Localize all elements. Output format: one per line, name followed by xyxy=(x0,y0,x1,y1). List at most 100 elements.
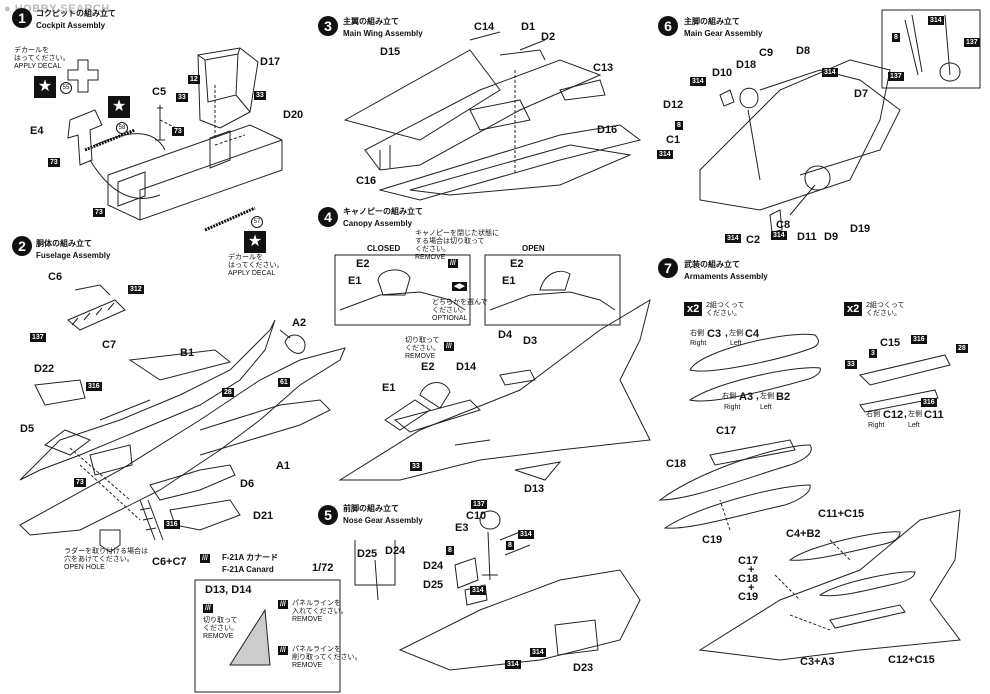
right-jp-c12: 右側 xyxy=(866,411,880,418)
panel-remove-icon: /// xyxy=(278,646,288,655)
panel-line-in-note: パネルラインを 入れてください。 REMOVE xyxy=(292,600,348,624)
right-jp-c3: 右側 xyxy=(690,330,704,337)
part-C10: C10 xyxy=(466,510,487,522)
step-3-title-en: Main Wing Assembly xyxy=(343,29,423,38)
part-C9: C9 xyxy=(759,47,774,59)
code-316-step7: 316 xyxy=(911,335,927,344)
remove-canopy-note: キャノピーを閉じた状態に する場合は切り取って ください。 REMOVE xyxy=(415,230,499,262)
inset-code-137: 137 xyxy=(964,38,980,47)
code-314c-step5: 314 xyxy=(530,648,546,657)
part-C3-A3: C3+A3 xyxy=(800,656,835,668)
code-314d-step6: 314 xyxy=(725,234,741,243)
part-D16: D16 xyxy=(597,124,618,136)
code-33-step4: 33 xyxy=(410,462,422,471)
code-314b-step5: 314 xyxy=(470,586,486,595)
decal-note-1: デカールを はってください。 APPLY DECAL xyxy=(14,47,70,71)
step-6-number: 6 xyxy=(658,16,678,36)
make-two-note-2: 2組つくって ください。 xyxy=(866,302,905,318)
closed-label: CLOSED xyxy=(367,244,401,253)
code-314-step6: 314 xyxy=(690,77,706,86)
step-4-number: 4 xyxy=(318,207,338,227)
main-gear-drawing xyxy=(699,9,981,233)
part-A1: A1 xyxy=(276,460,291,472)
part-D2: D2 xyxy=(541,31,556,43)
part-C4: C4 xyxy=(745,328,760,340)
code-314e-step6: 314 xyxy=(771,231,787,240)
left-jp-c4: 左側 xyxy=(729,330,743,337)
step-4-title-jp: キャノピーの組み立て xyxy=(343,207,423,216)
star-decal-icon: ★ xyxy=(34,76,56,98)
code-316: 316 xyxy=(86,382,102,391)
nose-gear-drawing xyxy=(354,510,641,671)
open-label: OPEN xyxy=(522,244,545,253)
part-D18: D18 xyxy=(736,59,757,71)
left-jp-b2: 左側 xyxy=(760,393,774,400)
code-12: 12 xyxy=(188,75,200,84)
scale-label: 1/72 xyxy=(312,562,334,574)
part-D7: D7 xyxy=(854,88,869,100)
step-5-title-en: Nose Gear Assembly xyxy=(343,516,423,525)
stack-C17: C17 xyxy=(738,555,759,567)
part-C8: C8 xyxy=(776,219,791,231)
code-8-step6: 8 xyxy=(675,121,683,130)
part-D19: D19 xyxy=(850,223,871,235)
remove-icon-4: /// xyxy=(448,259,458,268)
multiplier-badge-1: x2 xyxy=(684,302,703,316)
part-D4: D4 xyxy=(498,329,513,341)
part-C17: C17 xyxy=(716,425,737,437)
fuselage-drawing xyxy=(19,284,346,553)
part-D9: D9 xyxy=(824,231,839,243)
part-C6-C7: C6+C7 xyxy=(152,556,187,568)
code-316b: 316 xyxy=(164,520,180,529)
optional-note: どちらかを選んで ください。 OPTIONAL xyxy=(432,299,488,323)
code-3-step7: 3 xyxy=(869,349,877,358)
stack-plus-2: + xyxy=(748,582,755,594)
part-C7: C7 xyxy=(102,339,117,351)
code-314c-step6: 314 xyxy=(657,150,673,159)
part-D5: D5 xyxy=(20,423,35,435)
star-decal-icon: ★ xyxy=(244,231,266,253)
part-C6: C6 xyxy=(48,271,63,283)
part-D20: D20 xyxy=(283,109,304,121)
step-3-number: 3 xyxy=(318,16,338,36)
step-2-title-en: Fuselage Assembly xyxy=(36,251,111,260)
part-C16: C16 xyxy=(356,175,377,187)
part-D6: D6 xyxy=(240,478,255,490)
inset-code-137b: 137 xyxy=(888,72,904,81)
code-28-step7: 28 xyxy=(956,344,968,353)
watermark-logo: ● HOBBY SEARCH xyxy=(4,3,110,15)
code-73: 73 xyxy=(172,127,184,136)
part-E1-open: E1 xyxy=(502,275,516,287)
canopy-drawing xyxy=(334,254,651,481)
part-A2: A2 xyxy=(292,317,307,329)
step-6-title-en: Main Gear Assembly xyxy=(684,29,763,38)
part-E1-closed: E1 xyxy=(348,275,362,287)
panel-line-remove-note: パネルラインを 削り取ってください。 REMOVE xyxy=(292,646,362,670)
left-jp-c11: 左側 xyxy=(908,411,922,418)
right-jp-a3: 右側 xyxy=(722,393,736,400)
part-D22: D22 xyxy=(34,363,55,375)
step-2-number: 2 xyxy=(12,236,32,256)
part-C14: C14 xyxy=(474,21,495,33)
decal-number-57: 57 xyxy=(251,216,263,228)
part-C18: C18 xyxy=(666,458,687,470)
step-6-title-jp: 主脚の組み立て xyxy=(684,17,740,26)
code-137-step5: 137 xyxy=(471,500,487,509)
stack-C19: C19 xyxy=(738,591,759,603)
box-parts-D13-D14: D13, D14 xyxy=(205,584,252,596)
step-1-title-jp: コクピットの組み立て xyxy=(36,9,116,18)
part-D8: D8 xyxy=(796,45,811,57)
part-C13: C13 xyxy=(593,62,614,74)
step-4-title-en: Canopy Assembly xyxy=(343,219,413,228)
part-D1: D1 xyxy=(521,21,536,33)
part-C11: C11 xyxy=(924,409,944,421)
code-33: 33 xyxy=(176,93,188,102)
part-E2-open: E2 xyxy=(510,258,524,270)
part-E4: E4 xyxy=(30,125,44,137)
part-D24-detail: D24 xyxy=(385,545,406,557)
left-en: Left xyxy=(730,340,742,347)
right-en-2: Right xyxy=(724,404,741,411)
part-D15: D15 xyxy=(380,46,401,58)
step-1-title-en: Cockpit Assembly xyxy=(36,21,106,30)
inset-code-314: 314 xyxy=(928,16,944,25)
